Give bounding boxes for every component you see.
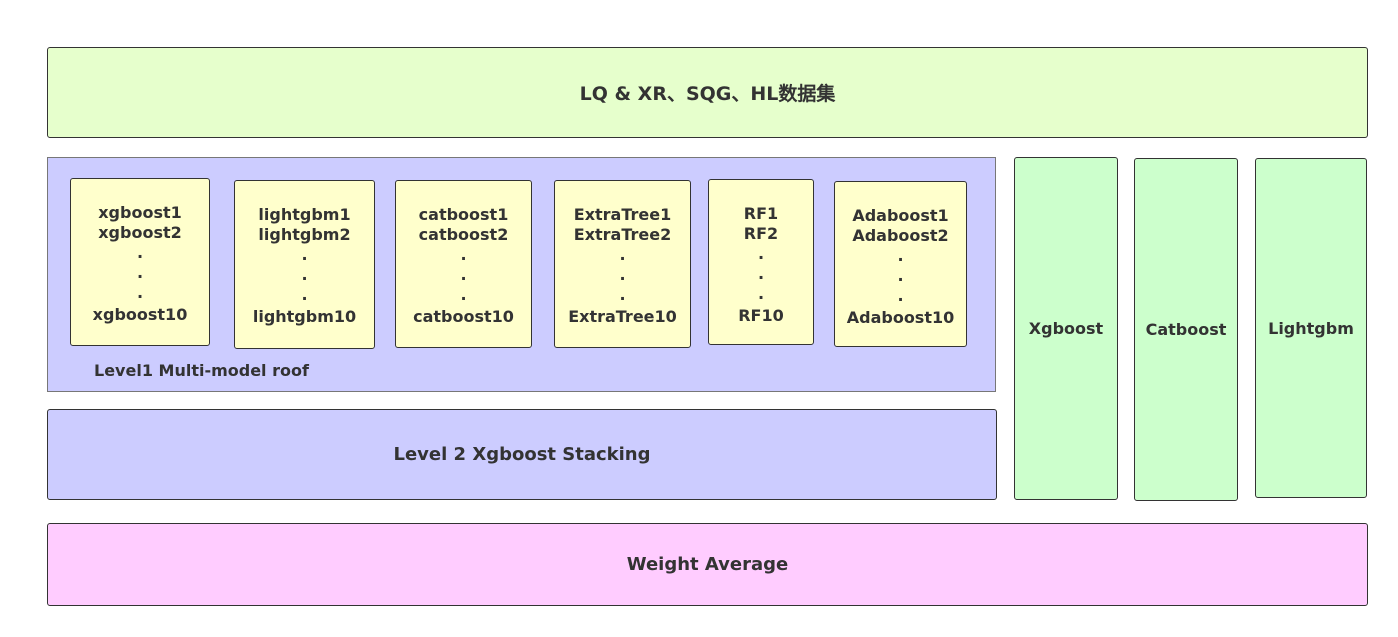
model-box-lightgbm: lightgbm1 lightgbm2 ... lightgbm10 xyxy=(234,180,375,349)
level1-caption: Level1 Multi-model roof xyxy=(94,361,309,380)
side-model-label: Lightgbm xyxy=(1268,318,1354,338)
ellipsis-dots: ... xyxy=(301,245,308,304)
ellipsis-dots: ... xyxy=(757,244,765,303)
model-box-adaboost: Adaboost1 Adaboost2 ... Adaboost10 xyxy=(834,181,967,347)
model-first: RF1 xyxy=(743,204,779,223)
side-model-catboost: Catboost xyxy=(1134,158,1238,501)
model-second: Adaboost2 xyxy=(852,226,949,245)
ellipsis-dots: ... xyxy=(136,243,144,302)
model-first: ExtraTree1 xyxy=(573,205,672,224)
model-last: catboost10 xyxy=(413,307,514,326)
model-second: xgboost2 xyxy=(98,223,182,242)
model-last: ExtraTree10 xyxy=(568,307,677,326)
weight-average-label: Weight Average xyxy=(626,554,789,575)
ellipsis-dots: ... xyxy=(460,245,467,304)
model-box-xgboost: xgboost1 xgboost2 ... xgboost10 xyxy=(70,178,210,346)
model-first: xgboost1 xyxy=(98,203,182,222)
model-box-catboost: catboost1 catboost2 ... catboost10 xyxy=(395,180,532,348)
model-last: xgboost10 xyxy=(92,305,188,324)
model-last: lightgbm10 xyxy=(252,307,357,326)
side-model-xgboost: Xgboost xyxy=(1014,157,1118,500)
level2-label: Level 2 Xgboost Stacking xyxy=(393,444,651,465)
side-model-label: Catboost xyxy=(1145,320,1227,339)
model-second: RF2 xyxy=(743,224,779,243)
dataset-box: LQ & XR、SQG、HL数据集 xyxy=(47,47,1368,138)
side-model-lightgbm: Lightgbm xyxy=(1255,158,1367,498)
model-first: catboost1 xyxy=(418,205,509,224)
dataset-label: LQ & XR、SQG、HL数据集 xyxy=(579,83,836,105)
weight-average-box: Weight Average xyxy=(47,523,1368,606)
model-last: RF10 xyxy=(738,306,784,325)
model-second: ExtraTree2 xyxy=(573,225,672,244)
model-second: catboost2 xyxy=(418,225,509,244)
ellipsis-dots: ... xyxy=(619,245,626,304)
model-first: lightgbm1 xyxy=(258,205,351,224)
side-model-label: Xgboost xyxy=(1028,319,1104,338)
model-box-extratree: ExtraTree1 ExtraTree2 ... ExtraTree10 xyxy=(554,180,691,348)
model-first: Adaboost1 xyxy=(852,206,949,225)
model-box-rf: RF1 RF2 ... RF10 xyxy=(708,179,814,345)
model-second: lightgbm2 xyxy=(258,225,351,244)
ellipsis-dots: ... xyxy=(897,246,904,305)
level2-box: Level 2 Xgboost Stacking xyxy=(47,409,997,500)
model-last: Adaboost10 xyxy=(846,308,955,327)
